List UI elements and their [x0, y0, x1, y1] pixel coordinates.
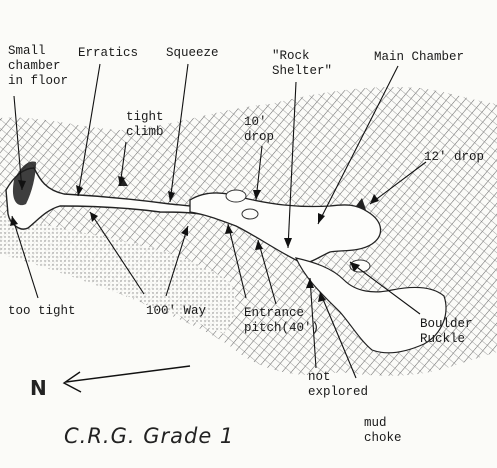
north-arrow [62, 365, 191, 393]
label-small-chamber: Small chamber in floor [8, 44, 69, 88]
label-100ft-way: 100' Way [146, 304, 207, 318]
pointer-arrowheads [10, 176, 379, 302]
label-pointers [11, 63, 427, 379]
main-chamber-passage [189, 192, 382, 264]
label-boulder-ruckle: Boulder Ruckle [420, 317, 473, 346]
label-rock-shelter: "Rock Shelter" [272, 49, 333, 78]
label-mud-choke: mud choke [364, 416, 402, 445]
label-tight-climb: tight climb [126, 110, 164, 139]
rock-stipple [0, 214, 236, 334]
label-squeeze: Squeeze [166, 46, 219, 60]
label-entrance-pitch: Entrance pitch(40') [244, 306, 320, 335]
label-not-explored: not explored [308, 370, 369, 399]
lower-passage [294, 257, 447, 354]
label-main-chamber: Main Chamber [374, 50, 465, 64]
label-erratics: Erratics [78, 46, 139, 60]
label-10ft-drop: 10' drop [244, 115, 275, 144]
label-12ft-drop: 12' drop [424, 150, 485, 164]
label-too-tight: too tight [8, 304, 76, 318]
north-label: N [30, 376, 47, 400]
grade-caption: C.R.G. Grade 1 [64, 424, 235, 448]
